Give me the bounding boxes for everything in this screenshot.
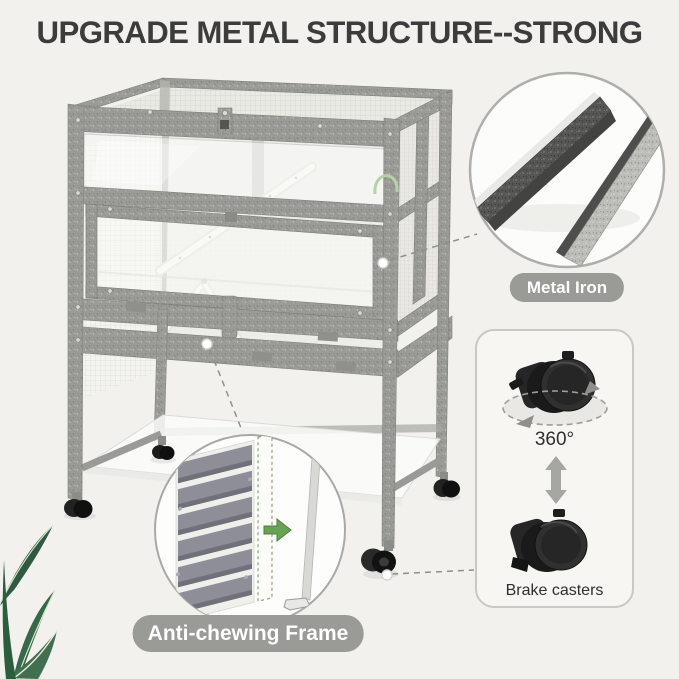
cage-casters	[64, 436, 461, 579]
leader-lines	[209, 233, 478, 575]
leader-line-metal-iron	[389, 233, 478, 261]
anti-chewing-callout	[154, 434, 346, 626]
ladder	[175, 435, 273, 623]
rotation-arrow-left	[516, 415, 534, 428]
marker-dot	[201, 338, 213, 350]
up-down-arrow-icon	[545, 456, 567, 504]
leader-line-anti-chewing	[209, 349, 242, 429]
rotation-360-label: 360°	[534, 429, 575, 450]
cage-illustration	[64, 77, 461, 579]
front-right-leg	[381, 117, 401, 549]
brake-casters-label: Brake casters	[505, 582, 604, 599]
marker-dot	[381, 569, 393, 581]
leader-line-casters	[391, 569, 475, 575]
metal-iron-label: Metal Iron	[509, 273, 625, 302]
plant-leaves	[0, 524, 58, 679]
marker-dot	[377, 257, 389, 269]
green-arrow-icon	[263, 517, 292, 543]
casters-callout-panel	[475, 329, 634, 608]
caster-brake-icon	[510, 509, 588, 572]
door-latch	[221, 295, 238, 339]
metal-iron-callout	[468, 71, 666, 269]
green-hinge-highlight	[373, 174, 399, 195]
marker-dots	[201, 257, 393, 581]
rotation-arrow-right	[584, 381, 600, 395]
anti-chewing-frame-label: Anti-chewing Frame	[132, 615, 364, 652]
frame-tabs	[125, 302, 357, 372]
lid-hinge	[217, 107, 233, 135]
rotation-ellipse	[502, 390, 608, 426]
page-title: UPGRADE METAL STRUCTURE--STRONG	[36, 14, 643, 50]
frame-screws	[75, 109, 393, 365]
anti-chew-strip	[257, 435, 273, 603]
brake-pedal	[511, 557, 529, 572]
front-left-leg	[67, 103, 85, 501]
metal-angle-bars	[470, 92, 664, 267]
right-side-face	[389, 89, 453, 378]
caster-swivel-icon	[502, 351, 608, 428]
